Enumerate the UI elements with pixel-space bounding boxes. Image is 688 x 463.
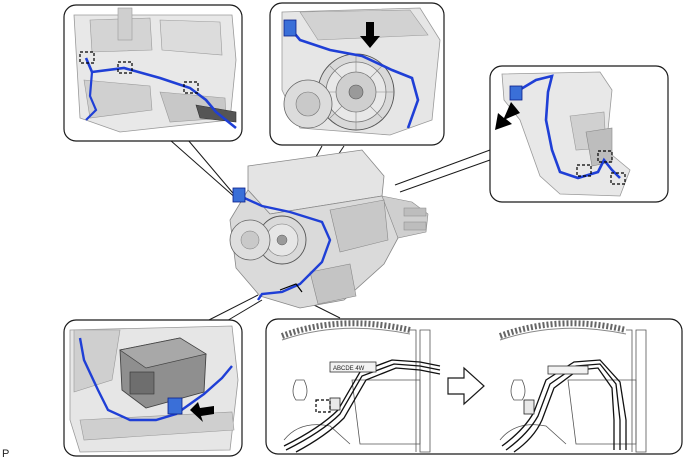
gear-ring <box>280 320 411 339</box>
detail-panel-top-left <box>63 4 243 142</box>
gear-ring <box>498 320 627 339</box>
connector <box>167 397 183 415</box>
duct-housing-part <box>73 7 237 133</box>
clamp-marker-icon <box>597 150 613 163</box>
connector <box>523 399 535 415</box>
blower-fan-wheel <box>317 53 395 131</box>
callout-arrow-icon <box>190 402 214 422</box>
wire-connector-bracket: ABCDE 4W <box>329 361 377 373</box>
wire-harness <box>84 57 237 130</box>
callout-arrow-icon <box>360 22 380 48</box>
wire-harness <box>78 337 233 422</box>
clamp-marker-icon <box>610 172 626 185</box>
wire-bundle <box>501 359 627 453</box>
leader-bottom-left-2 <box>224 299 263 323</box>
clamp-marker-icon <box>79 51 95 64</box>
detail-panel-bottom-right: ABCDE 4W <box>265 318 683 455</box>
clamp-marker-icon <box>315 399 331 413</box>
leader-top-left <box>169 139 239 201</box>
figure-code: P <box>2 448 10 460</box>
detail-panel-top-middle <box>269 2 445 146</box>
connector <box>283 19 297 37</box>
detail-panel-right <box>489 65 669 203</box>
detail-panel-bottom-left <box>63 319 243 457</box>
wire-harness-branch <box>85 71 98 121</box>
clamp-marker-icon <box>117 61 133 74</box>
connector <box>509 85 523 101</box>
blower-fan-wheel-rear <box>283 79 333 129</box>
process-arrow-icon <box>447 366 485 406</box>
connector-label: ABCDE 4W <box>333 366 365 372</box>
leader-right-2 <box>399 159 491 193</box>
clamp-marker-icon <box>183 81 199 94</box>
connector <box>232 187 246 203</box>
callout-arrow-icon <box>495 102 520 130</box>
after-view <box>498 320 647 453</box>
blower-fan-wheel-rear <box>229 219 271 261</box>
blower-fan-wheel <box>257 215 307 265</box>
servo-motor-actuator <box>119 337 207 409</box>
wire-harness <box>289 27 420 129</box>
clamp-marker-icon <box>576 164 592 177</box>
wire-harness <box>239 194 332 301</box>
wire-connector-bracket <box>547 365 589 375</box>
connector <box>329 397 341 411</box>
leader-bottom-left <box>204 294 259 323</box>
leader-right <box>394 149 491 186</box>
hvac-unit-main <box>229 149 429 309</box>
before-view: ABCDE 4W <box>280 320 441 453</box>
